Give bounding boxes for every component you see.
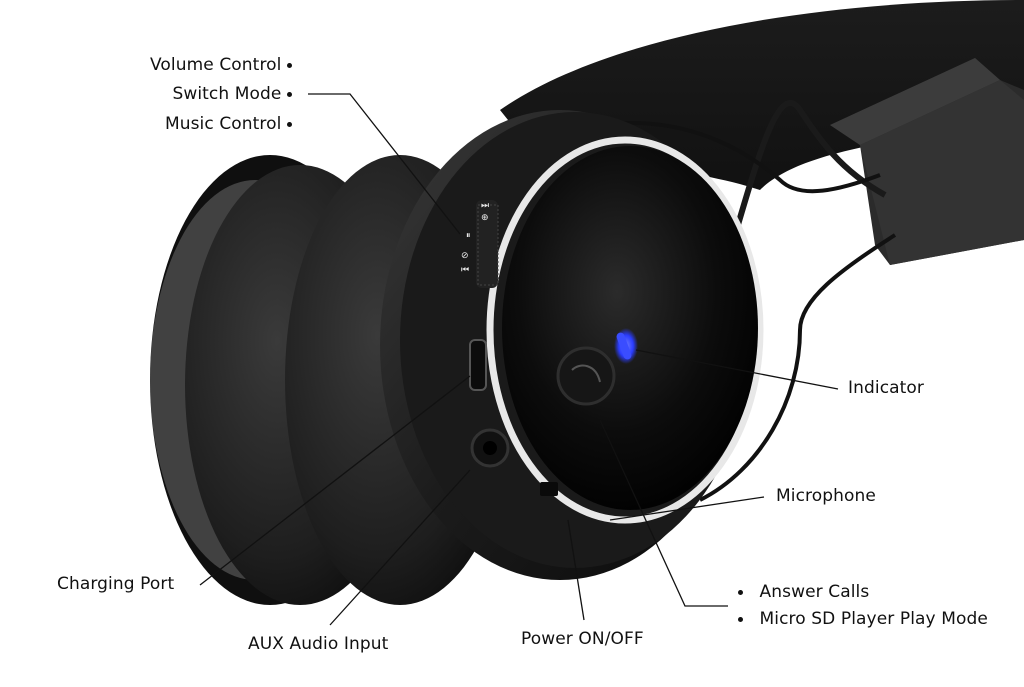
bullet-icon: [738, 589, 743, 595]
answer-call-button: [556, 346, 616, 406]
callout-micro-sd-play-mode: Micro SD Player Play Mode: [738, 609, 988, 629]
callout-answer-calls: Answer Calls: [738, 582, 869, 602]
bullet-icon: [287, 121, 292, 127]
leader-lines: [199, 93, 839, 626]
indicator-led: [616, 332, 632, 360]
callout-microphone: Microphone: [776, 486, 876, 506]
bullet-icon: [287, 62, 292, 68]
callout-switch-mode: Switch Mode: [60, 84, 292, 104]
phone-icon: [571, 364, 601, 383]
svg-text:⏸: ⏸: [466, 231, 471, 241]
ear-cup-face: [502, 146, 758, 510]
callout-charging-port: Charging Port: [57, 574, 175, 594]
svg-text:⏮: ⏮: [461, 265, 469, 275]
svg-text:⊕: ⊕: [481, 213, 489, 223]
chrome-ring: [486, 136, 764, 524]
bullet-icon: [738, 616, 743, 622]
callout-indicator: Indicator: [848, 378, 925, 398]
callout-volume-control: Volume Control: [60, 55, 292, 75]
volume-jog-wheel: [476, 200, 499, 288]
control-icons: ⏭ ⊕ ⏸ ⊘ ⏮: [461, 201, 489, 275]
callout-power: Power ON/OFF: [521, 629, 644, 649]
charging-port: [469, 339, 487, 391]
bullet-icon: [287, 91, 292, 97]
headband-slider-block: [830, 58, 1024, 265]
power-switch: [540, 482, 558, 496]
callout-aux-input: AUX Audio Input: [248, 634, 389, 654]
callout-music-control: Music Control: [60, 114, 292, 134]
svg-text:⏭: ⏭: [481, 201, 489, 211]
svg-text:⊘: ⊘: [461, 251, 469, 261]
